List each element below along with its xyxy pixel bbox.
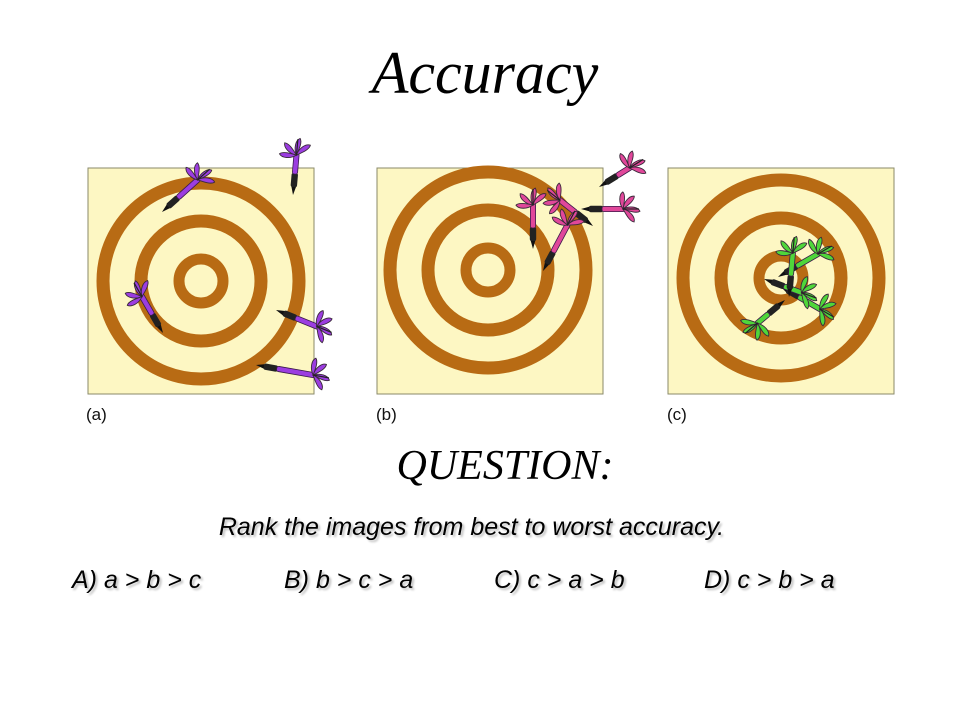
dart-icon — [162, 162, 216, 212]
slide-title: Accuracy — [371, 40, 599, 106]
dartboard-a-illustration — [87, 137, 333, 395]
darts-group — [740, 235, 837, 341]
target-panel-a: (a) — [84, 120, 384, 424]
dartboard-b-illustration — [376, 150, 647, 395]
dart-icon — [515, 187, 547, 249]
question-prompt: Rank the images from best to worst accur… — [218, 513, 725, 541]
target-board — [87, 167, 315, 395]
question-heading: QUESTION: — [396, 443, 614, 489]
choice-d[interactable]: D) c > b > a — [704, 566, 835, 594]
dart-icon — [775, 235, 808, 297]
dart-icon — [764, 276, 818, 310]
dart-icon — [599, 150, 647, 187]
target-board — [376, 165, 604, 395]
choice-c[interactable]: C) c > a > b — [494, 566, 625, 594]
darts-group — [124, 137, 333, 391]
dart-icon — [124, 279, 163, 333]
panel-label-a: (a) — [86, 405, 107, 424]
choice-a[interactable]: A) a > b > c — [72, 566, 202, 594]
choice-b[interactable]: B) b > c > a — [284, 566, 414, 594]
target-board — [667, 167, 895, 395]
dart-icon — [256, 357, 330, 391]
dart-icon — [276, 310, 333, 344]
dart-icon — [581, 191, 641, 223]
dart-icon — [543, 208, 585, 271]
answer-choices: A) a > b > c B) b > c > a C) c > a > b D… — [0, 562, 960, 602]
panel-label-c: (c) — [667, 405, 687, 424]
dart-icon — [740, 300, 785, 341]
target-panel-b: (b) — [373, 120, 673, 424]
panel-label-b: (b) — [376, 405, 397, 424]
dart-icon — [278, 137, 311, 195]
darts-group — [515, 150, 647, 271]
target-panel-c: (c) — [663, 120, 960, 424]
dart-icon — [542, 182, 593, 226]
dartboard-c-illustration — [667, 167, 895, 395]
